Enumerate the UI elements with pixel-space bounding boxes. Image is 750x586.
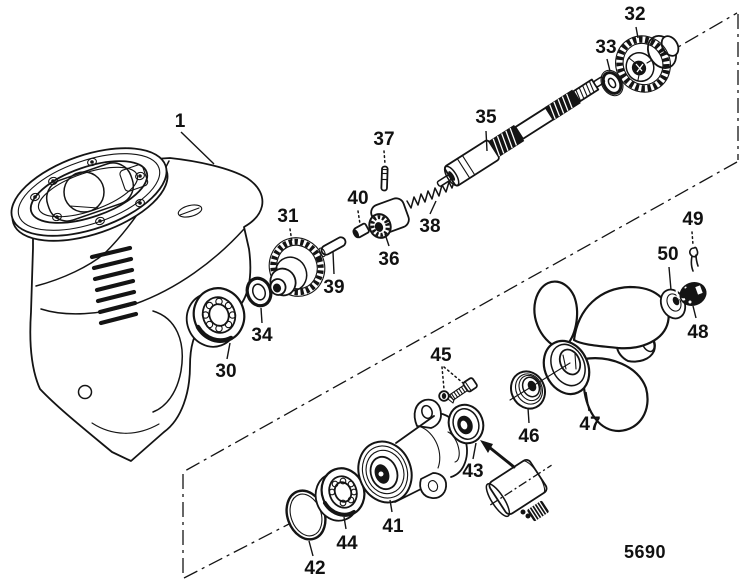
callout-labels: 1 30 31 32 33 34 35 36 37 38 39 40 41 42… — [175, 4, 709, 579]
callout-1: 1 — [175, 111, 186, 132]
bushing-40-drawing — [352, 222, 370, 239]
propshaft-35-drawing — [436, 76, 606, 187]
bearing-44-drawing — [314, 467, 366, 522]
pin-39-drawing — [318, 236, 347, 258]
apply-lubricant-arrow — [480, 440, 516, 469]
screws-45-drawing — [438, 377, 478, 404]
callout-35: 35 — [475, 107, 497, 128]
callout-36: 36 — [378, 249, 399, 270]
callout-44: 44 — [336, 533, 358, 554]
callout-41: 41 — [382, 516, 404, 537]
prop-nut-48-drawing — [675, 281, 707, 307]
thrust-hub-46-drawing — [510, 370, 546, 410]
callout-43: 43 — [462, 461, 483, 482]
callout-37: 37 — [373, 129, 394, 150]
pin-37-drawing — [380, 165, 389, 192]
bearing-carrier-41-drawing — [357, 398, 468, 504]
callout-49: 49 — [682, 209, 703, 230]
mounting-flange — [10, 147, 169, 242]
callout-42: 42 — [304, 558, 325, 579]
callout-47: 47 — [579, 414, 600, 435]
callout-40: 40 — [347, 188, 368, 209]
callout-48: 48 — [687, 322, 708, 343]
callout-33: 33 — [595, 37, 616, 58]
callout-46: 46 — [518, 426, 539, 447]
washer-33-drawing — [600, 69, 624, 97]
forward-gear-31-drawing — [268, 237, 326, 297]
flange-bolt-holes — [30, 157, 145, 226]
drawing-number: 5690 — [624, 542, 666, 562]
spring-38-drawing — [406, 178, 456, 209]
callout-leader-lines — [180, 26, 697, 557]
callout-34: 34 — [251, 325, 273, 346]
cotter-pin-49-drawing — [689, 246, 699, 272]
callout-32: 32 — [624, 4, 645, 25]
callout-45: 45 — [430, 345, 452, 366]
gearcase-housing-drawing — [10, 147, 264, 462]
drain-plug-hole — [77, 384, 93, 400]
propeller-47-drawing — [509, 280, 670, 433]
callout-39: 39 — [323, 277, 344, 298]
callout-38: 38 — [419, 216, 440, 237]
callout-50: 50 — [657, 244, 678, 265]
pinion-gear-36-drawing — [368, 197, 410, 239]
callout-31: 31 — [277, 206, 299, 227]
bearing-30-drawing — [185, 287, 246, 348]
seal-43-drawing — [447, 403, 485, 445]
lubricant-tube-drawing — [480, 440, 552, 522]
callout-30: 30 — [215, 361, 236, 382]
water-intake-slats — [89, 245, 139, 326]
gear-32-drawing — [615, 35, 680, 93]
